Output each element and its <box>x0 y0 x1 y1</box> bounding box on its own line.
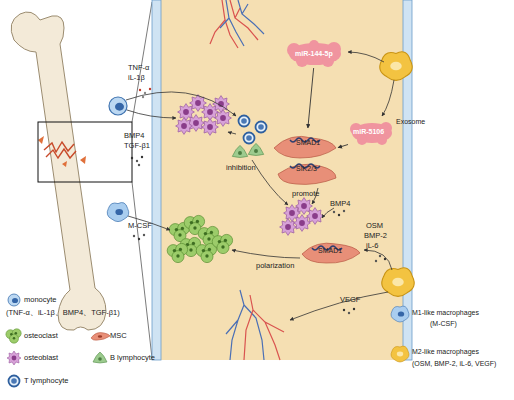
zoom-line <box>132 2 152 122</box>
legend-text: osteoclast <box>24 332 58 340</box>
annotation-label: TNF-α <box>128 64 149 72</box>
node-text: Exosome <box>396 118 425 126</box>
arrow <box>127 110 176 118</box>
annotation-label: inhibition <box>226 164 256 172</box>
femur-bone <box>11 2 152 358</box>
node-text: SMAD1 <box>296 139 320 147</box>
annotation-label: iL-6 <box>366 242 379 250</box>
artery <box>244 295 284 360</box>
legend-text: T lymphocyte <box>24 377 68 385</box>
annotation-label: M-CSF <box>128 222 152 230</box>
legend-icons <box>6 294 409 387</box>
exosome-blob <box>350 122 392 145</box>
annotation-label: TGF-β1 <box>124 142 150 150</box>
exosome-blob <box>287 40 341 67</box>
zoom-box <box>38 122 132 182</box>
legend-text: M2-like macrophages <box>412 348 479 356</box>
annotation-label: VEGF <box>340 296 360 304</box>
node-text: SIK2/3 <box>296 165 317 173</box>
msc-cell <box>302 243 360 263</box>
arrows <box>126 52 394 320</box>
osteoclast-cluster <box>167 215 232 262</box>
arrow <box>322 208 334 218</box>
fracture-line <box>46 149 76 158</box>
legend-text: (OSM, BMP-2, iL-6, VEGF) <box>412 360 496 368</box>
legend-text: (M-CSF) <box>430 320 457 328</box>
artery <box>210 0 258 48</box>
osteoblast-cluster <box>176 95 232 136</box>
cell-node: Exosome miR-5106 <box>348 116 434 146</box>
node-shape <box>272 128 338 188</box>
m1-macrophage-cell <box>107 203 129 222</box>
annotation-label: OSM <box>366 222 383 230</box>
panel-wall <box>152 0 161 360</box>
legend-text: osteoblast <box>24 354 58 362</box>
node-text: miR-5106 <box>353 128 384 136</box>
cell-node: miR-144-5p <box>284 40 346 68</box>
polarization-arrow <box>232 250 300 258</box>
node-text: miR-144-5p <box>295 50 333 58</box>
cytokine-dots <box>131 88 386 314</box>
annotation-label: promote <box>292 190 320 198</box>
arrow <box>290 292 388 320</box>
legend-text: (TNF-α、iL-1β、BMP4、TGF-β1) <box>6 309 120 317</box>
bone-fragment <box>38 136 86 167</box>
arrow <box>364 250 392 270</box>
arrow <box>348 52 384 62</box>
arrow <box>126 92 236 116</box>
legend-text: MSC <box>110 332 127 340</box>
annotation-label: polarization <box>256 262 294 270</box>
inhibition-arrow <box>228 132 236 134</box>
zoom-line <box>132 182 152 358</box>
cell-node: SMAD1 <box>300 238 362 266</box>
arrow <box>382 80 394 116</box>
tissue-panel <box>152 0 412 360</box>
msc-cells <box>274 136 336 184</box>
annotation-label: BMP4 <box>330 200 350 208</box>
annotation-label: iL-1β <box>128 74 145 82</box>
connector-arrow <box>308 68 314 128</box>
annotation-label: BMP4 <box>124 132 144 140</box>
bone-outline <box>11 12 106 330</box>
arrow <box>128 216 170 230</box>
lymphocyte-cluster <box>232 116 266 158</box>
legend-text: M1-like macrophages <box>412 309 479 317</box>
legend-text: monocyte <box>24 296 57 304</box>
blood-vessels <box>210 0 284 360</box>
monocyte-cell <box>109 97 127 115</box>
promote-arrow <box>252 160 288 205</box>
m2-macrophage-cell <box>380 52 412 81</box>
cell-node: SMAD1SIK2/3 <box>272 128 338 188</box>
fracture-line <box>44 142 74 152</box>
vein <box>220 0 264 46</box>
connector-arrow <box>338 145 348 148</box>
annotation-label: BMP-2 <box>364 232 387 240</box>
legend-text: B lymphocyte <box>110 354 155 362</box>
node-text: SMAD1 <box>318 247 342 255</box>
